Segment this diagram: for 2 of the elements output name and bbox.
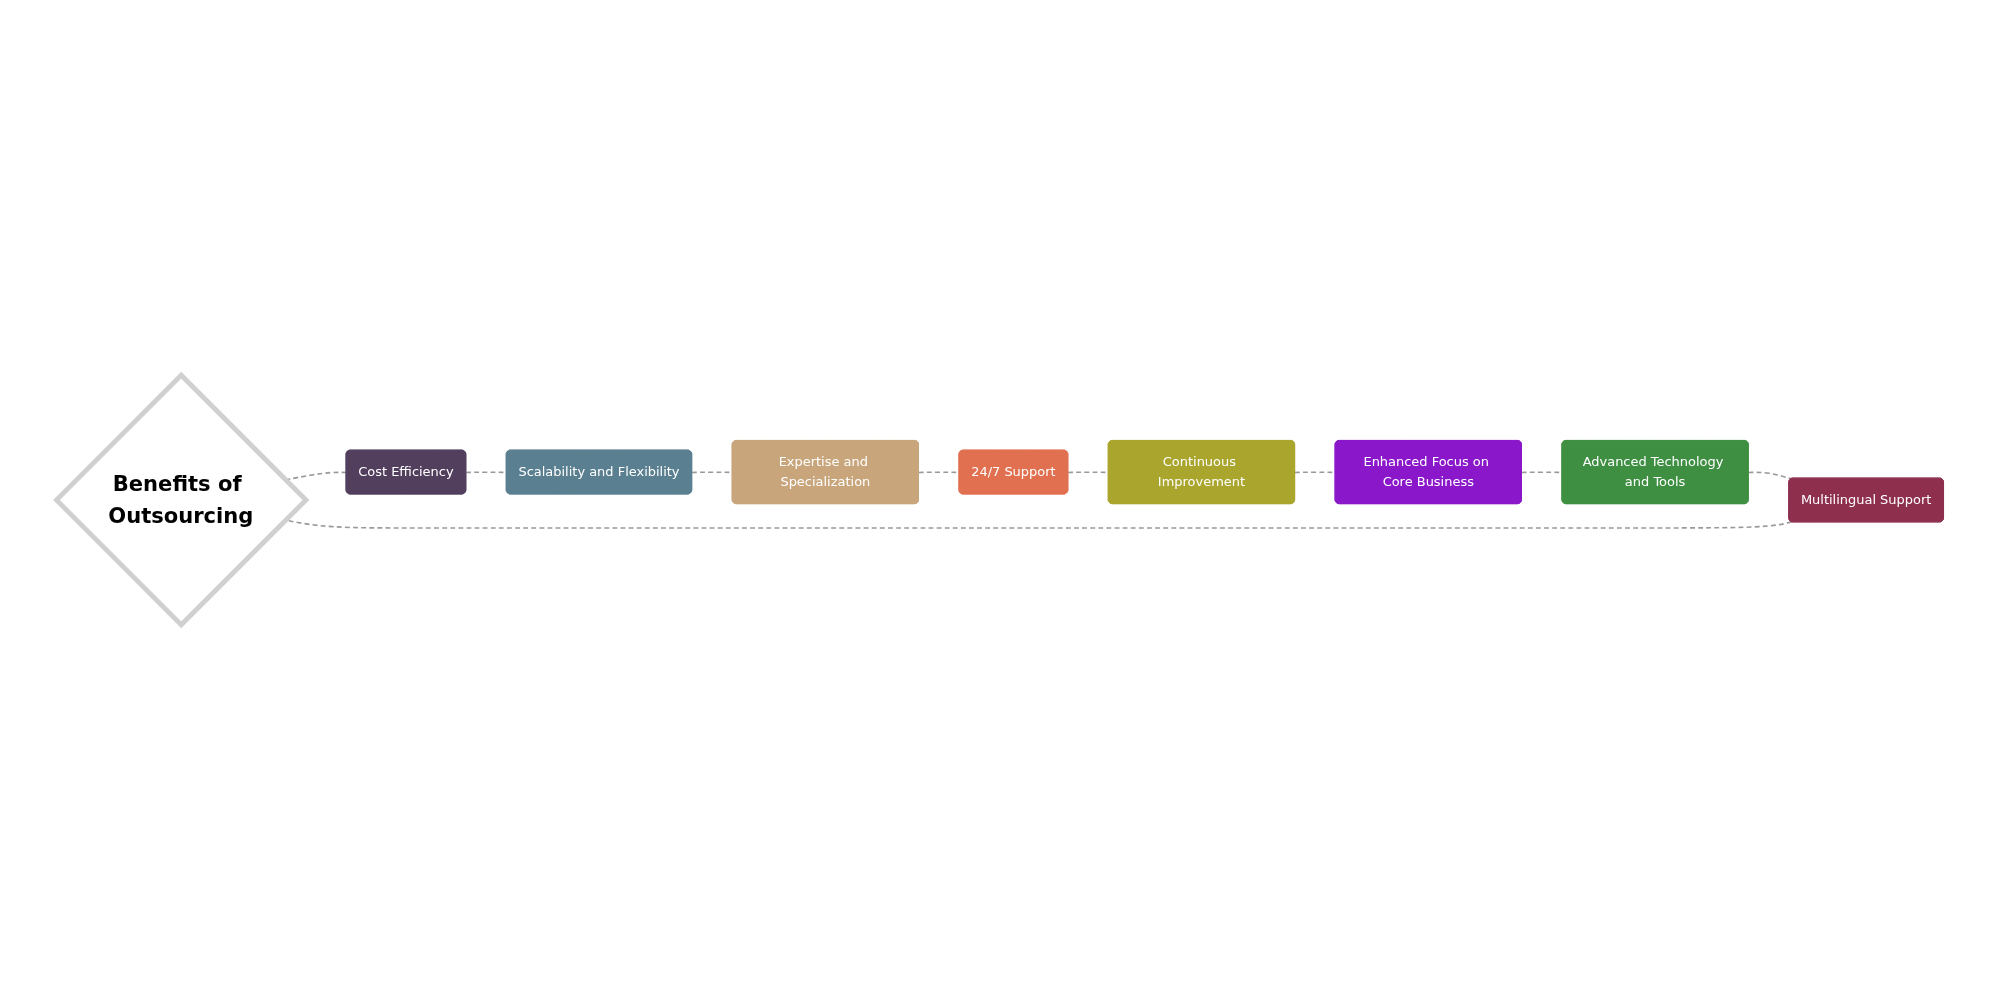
node-diamond: Benefits of Outsourcing — [53, 371, 310, 629]
connector — [1747, 471, 1793, 480]
